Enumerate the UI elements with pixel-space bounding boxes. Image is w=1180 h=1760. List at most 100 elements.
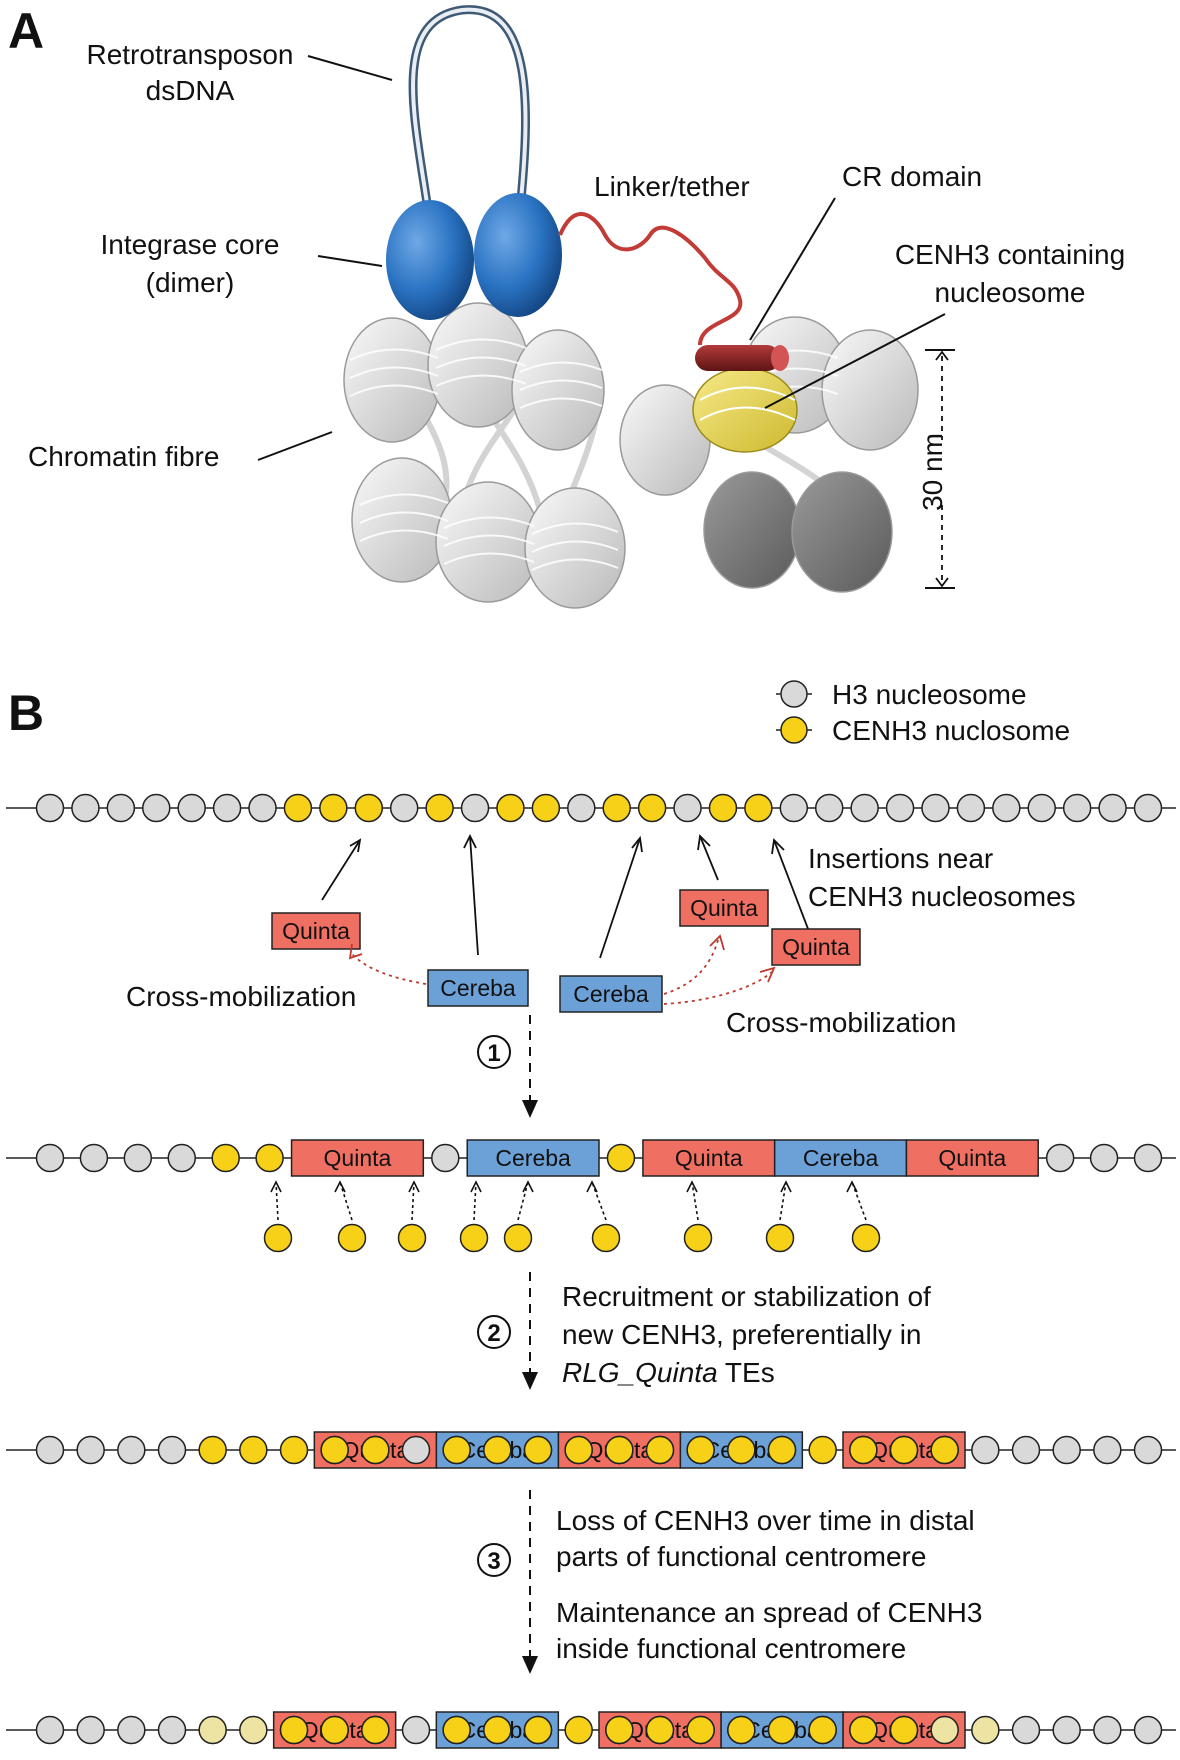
h3-nucleosome	[76, 1715, 105, 1745]
cenh3-nucleosome	[849, 1435, 878, 1465]
h3-nucleosome	[106, 793, 136, 823]
h3-nucleosome	[157, 1435, 187, 1465]
cross-mobilization-arrows	[348, 934, 776, 1005]
svg-text:Quinta: Quinta	[324, 1145, 392, 1171]
h3-nucleosome	[389, 793, 419, 823]
te-box-quinta: Quinta	[642, 1139, 776, 1177]
cenh3-nucleosome	[198, 1715, 227, 1745]
cenh3-nucleosome	[320, 1435, 349, 1465]
cenh3-nucleosome	[239, 1715, 268, 1745]
step-3-badge: 3	[477, 1543, 511, 1577]
cenh3-nucleosome	[354, 793, 384, 823]
chromatin-label: Chromatin fibre	[28, 441, 219, 472]
legend: H3 nucleosome CENH3 nuclosome	[776, 679, 1070, 746]
insertions-label-line2: CENH3 nucleosomes	[808, 881, 1076, 912]
h3-nucleosome	[1011, 1435, 1041, 1465]
te-quinta-1: Quinta	[271, 912, 361, 950]
step-3-text-line2: parts of functional centromere	[556, 1541, 926, 1572]
h3-nucleosome	[35, 1715, 65, 1745]
integrase-label-line1: Integrase core	[101, 229, 280, 260]
h3-nucleosome	[401, 1715, 431, 1745]
step-2-badge: 2	[477, 1315, 511, 1349]
h3-nucleosome	[460, 793, 490, 823]
cenh3-nucleosome	[425, 793, 454, 823]
te-cereba-1: Cereba	[427, 969, 529, 1007]
cenh3-nucleosome-3d	[692, 367, 798, 453]
h3-nucleosome	[1133, 1435, 1163, 1465]
cenh3-nucleosome	[808, 1715, 837, 1745]
h3-nucleosome	[850, 793, 879, 823]
free-cenh3-nucleosome	[683, 1223, 713, 1253]
free-cenh3-nucleosome	[503, 1223, 533, 1253]
svg-text:Quinta: Quinta	[282, 918, 350, 944]
te-box-quinta: Quinta	[905, 1139, 1039, 1177]
scale-label: 30 nm	[917, 433, 948, 511]
cenh3-nucleosome	[605, 1435, 634, 1465]
cenh3-nucleosome	[971, 1715, 1000, 1745]
recruit-arrow	[275, 1181, 279, 1221]
h3-nucleosome	[673, 793, 702, 823]
cenh3-nucleosome	[523, 1435, 553, 1465]
h3-nucleosome	[117, 1715, 146, 1745]
h3-nucleosome	[431, 1143, 460, 1173]
cenh3-nucleosome	[767, 1435, 797, 1465]
cenh3-nucleosome	[442, 1715, 471, 1745]
h3-nucleosome	[1133, 793, 1163, 823]
cenh3-nucleosome	[602, 793, 631, 823]
step-2-text-line1: Recruitment or stabilization of	[562, 1281, 931, 1312]
legend-h3-label: H3 nucleosome	[832, 679, 1027, 710]
cenh3-nucleosome	[686, 1715, 715, 1745]
panel-b-letter: B	[8, 685, 44, 741]
insertion-arrows	[321, 833, 811, 959]
free-cenh3-nucleosome	[337, 1223, 367, 1253]
h3-nucleosome	[1052, 1435, 1081, 1465]
cenh3-nucleosome	[605, 1715, 634, 1745]
svg-text:Quinta: Quinta	[938, 1145, 1006, 1171]
nucleosome-rows: QuintaCerebaQuintaCerebaQuintaQuintaCere…	[6, 793, 1176, 1749]
chromatin-fibre	[343, 302, 919, 609]
h3-nucleosome	[35, 1435, 65, 1465]
te-quinta-2: Quinta	[679, 889, 769, 927]
integrase-dimer	[386, 193, 562, 320]
h3-nucleosome	[212, 793, 242, 823]
cenh3-nucleosome	[645, 1715, 675, 1745]
h3-nucleosome	[79, 1143, 109, 1173]
legend-h3-swatch	[780, 680, 808, 708]
free-cenh3-nucleosome	[851, 1223, 881, 1253]
cenh3-nucleosome	[483, 1715, 512, 1745]
recruit-arrow	[473, 1181, 477, 1221]
svg-text:Quinta: Quinta	[690, 895, 758, 921]
h3-nucleosome	[123, 1143, 153, 1173]
recruit-arrow	[517, 1181, 529, 1221]
cenh3-label-line2: nucleosome	[935, 277, 1086, 308]
cenh3-nucleosome	[808, 1435, 837, 1465]
cenh3-nucleosome	[930, 1715, 959, 1745]
cenh3-nucleosome	[523, 1715, 553, 1745]
recruit-arrow	[779, 1181, 787, 1221]
free-cenh3-nucleosome	[263, 1223, 293, 1253]
h3-nucleosome	[1093, 1715, 1122, 1745]
cenh3-nucleosome	[727, 1435, 756, 1465]
h3-nucleosome	[567, 793, 596, 823]
h3-nucleosome	[401, 1435, 431, 1465]
svg-text:2: 2	[487, 1320, 500, 1347]
h3-nucleosome	[992, 793, 1021, 823]
te-box-quinta: Quinta	[290, 1139, 425, 1177]
te-quinta-3: Quinta	[771, 928, 861, 966]
linker-label: Linker/tether	[594, 171, 750, 202]
cenh3-nucleosome	[744, 793, 773, 823]
h3-nucleosome	[1045, 1143, 1075, 1173]
cr-label: CR domain	[842, 161, 982, 192]
cenh3-nucleosome	[319, 793, 348, 823]
cenh3-nucleosome	[483, 1435, 512, 1465]
h3-nucleosome	[35, 1143, 65, 1173]
retro-label-line1: Retrotransposon	[86, 39, 293, 70]
cenh3-nucleosome	[645, 1435, 675, 1465]
h3-nucleosome	[1089, 1143, 1119, 1173]
step-3-text-line1: Loss of CENH3 over time in distal	[556, 1505, 975, 1536]
svg-text:3: 3	[487, 1548, 500, 1575]
recruit-arrow	[339, 1181, 353, 1221]
cenh3-nucleosome	[564, 1435, 593, 1465]
free-cenh3-nucleosome	[397, 1223, 427, 1253]
cenh3-nucleosome	[283, 793, 313, 823]
